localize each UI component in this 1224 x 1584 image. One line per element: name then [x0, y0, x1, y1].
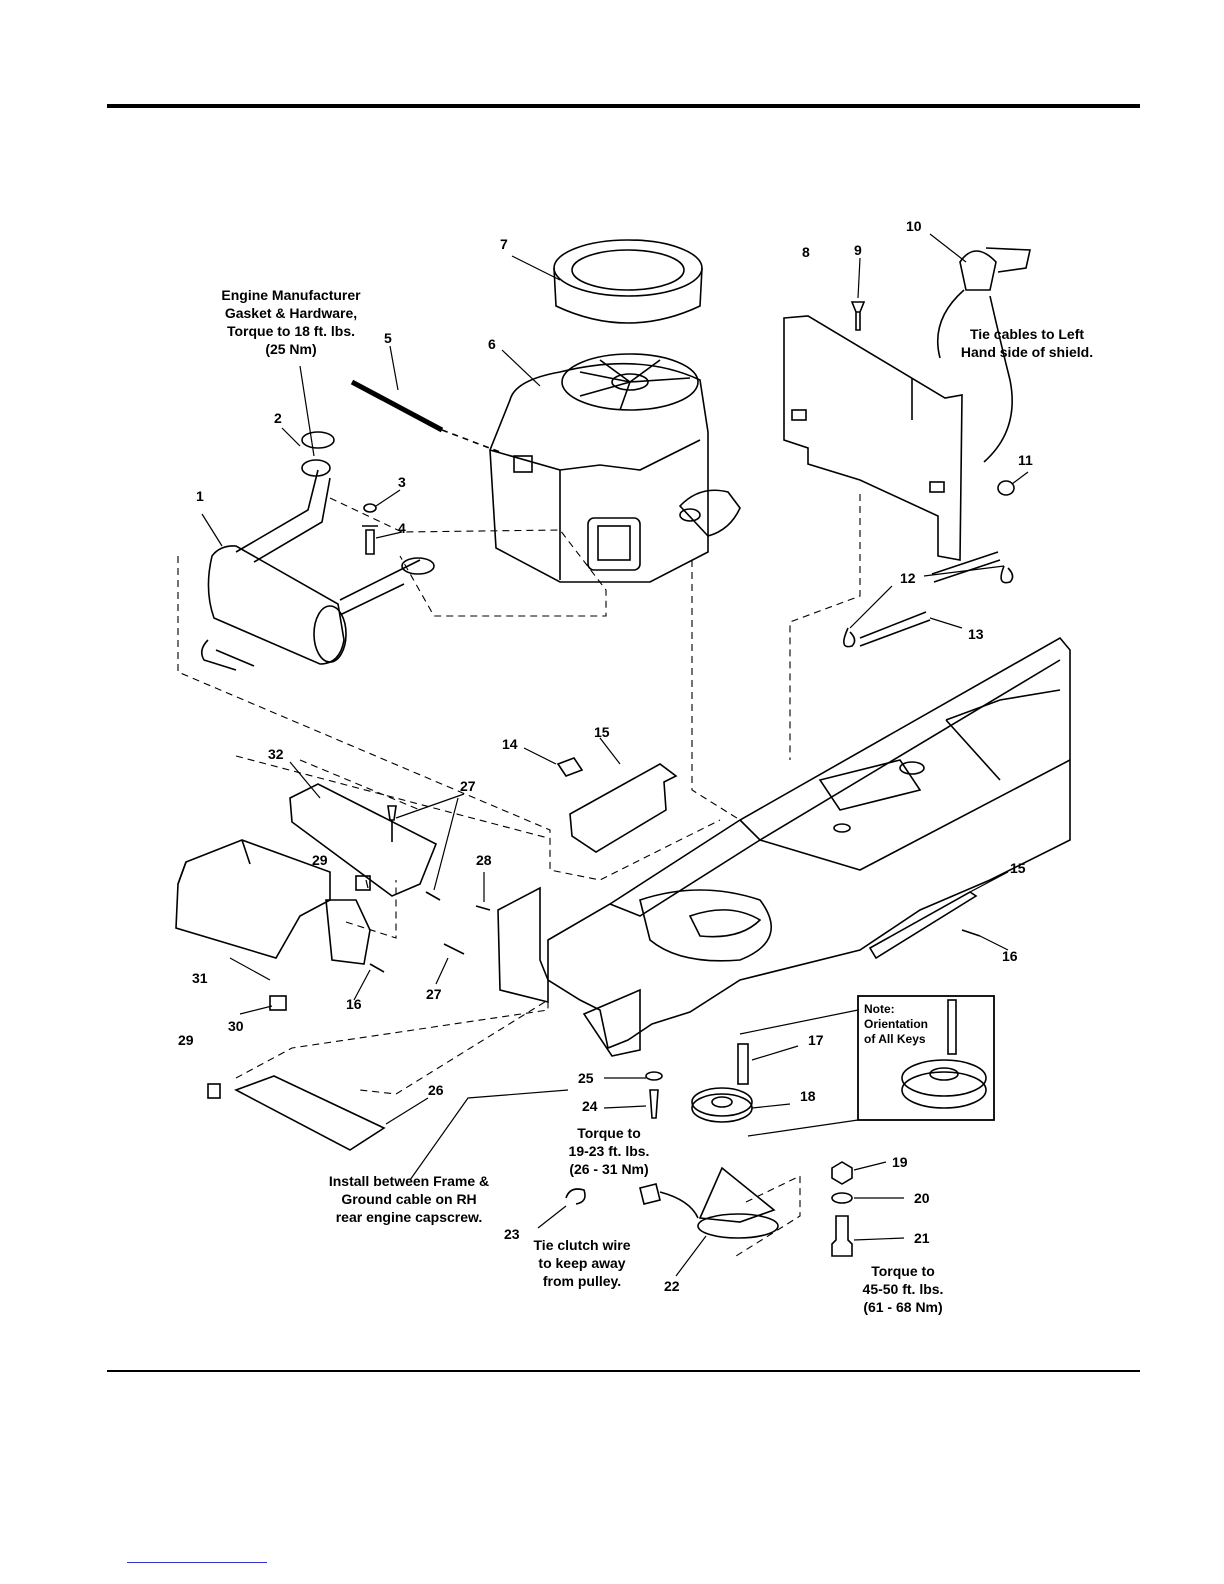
- washer-20: [831, 1192, 853, 1204]
- part-number: 21: [914, 1230, 930, 1246]
- part-number: 16: [346, 996, 362, 1012]
- install-between-note: Install between Frame & Ground cable on …: [328, 1173, 490, 1225]
- part-number: 2: [274, 410, 282, 426]
- part-number: 11: [1018, 452, 1033, 468]
- engine: [489, 353, 741, 583]
- part-number: 26: [428, 1082, 444, 1098]
- part-number: 31: [192, 970, 208, 986]
- pto-clutch-22: [639, 1166, 779, 1239]
- pulley-18: [691, 1087, 753, 1123]
- top-rule: [107, 104, 1140, 108]
- part-number: 1: [196, 488, 204, 504]
- clip-23: [565, 1188, 586, 1205]
- gasket: [301, 431, 335, 449]
- nut-29b: [207, 1083, 221, 1099]
- screw-16a: [369, 963, 385, 973]
- engine-gasket-note: Engine Manufacturer Gasket & Hardware, T…: [221, 287, 361, 357]
- part-number: 6: [488, 336, 496, 352]
- nut-30: [269, 995, 287, 1011]
- part-number: 9: [854, 242, 862, 258]
- note-box: [857, 995, 995, 1121]
- bolt-4: [362, 525, 378, 555]
- part-number: 22: [664, 1278, 680, 1294]
- bracket-32-side: [325, 899, 371, 965]
- rear-shield-31: [175, 839, 331, 959]
- plate-26: [234, 1075, 386, 1151]
- star-washer-25: [645, 1071, 663, 1081]
- key-17: [737, 1043, 749, 1085]
- part-number: 24: [582, 1098, 598, 1114]
- screw-27c: [443, 943, 465, 955]
- part-number: 23: [504, 1226, 520, 1242]
- bolt-21: [831, 1215, 853, 1257]
- part-number: 27: [426, 986, 442, 1002]
- part-number: 7: [500, 236, 508, 252]
- part-number: 4: [398, 520, 406, 536]
- part-number: 19: [892, 1154, 908, 1170]
- screw-28: [475, 905, 491, 911]
- bolt-9: [850, 301, 866, 331]
- part-number: 30: [228, 1018, 244, 1034]
- lock-washer: [363, 503, 377, 513]
- engine-shield: [783, 315, 963, 561]
- part-number: 27: [460, 778, 476, 794]
- bracket-15-right: [868, 891, 978, 960]
- part-number: 14: [502, 736, 518, 752]
- part-number: 12: [900, 570, 916, 586]
- bracket-15-top: [569, 763, 678, 853]
- torque-45-50-note: Torque to 45-50 ft. lbs. (61 - 68 Nm): [862, 1263, 944, 1315]
- part-number: 10: [906, 218, 922, 234]
- part-number: 13: [968, 626, 984, 642]
- part-number: 29: [312, 852, 328, 868]
- part-number: 16: [1002, 948, 1018, 964]
- ignition-switch: [959, 247, 1031, 291]
- stud: [350, 379, 444, 433]
- nut-29a: [355, 875, 371, 891]
- screw-27b: [425, 891, 441, 901]
- hairpin-left: [843, 627, 856, 648]
- part-number: 29: [178, 1032, 194, 1048]
- part-number: 15: [594, 724, 610, 740]
- screw-27a: [387, 805, 397, 842]
- part-number: 8: [802, 244, 810, 260]
- part-number: 17: [808, 1032, 824, 1048]
- part-number: 28: [476, 852, 492, 868]
- page-link-underline[interactable]: [127, 1562, 267, 1563]
- screw-24: [649, 1089, 659, 1119]
- muffler: [200, 459, 435, 671]
- rear-shield-32: [289, 783, 438, 897]
- part-number: 15: [1010, 860, 1026, 876]
- screw-16b: [961, 929, 981, 937]
- tie-clutch-note: Tie clutch wire to keep away from pulley…: [533, 1237, 631, 1289]
- cable-tie: [997, 480, 1015, 496]
- tie-cables-note: Tie cables to Left Hand side of shield.: [960, 326, 1094, 360]
- air-cleaner-ring: [553, 239, 703, 324]
- part-number: 32: [268, 746, 284, 762]
- hairpin-right: [1000, 565, 1014, 584]
- nut-19: [831, 1161, 853, 1185]
- part-number: 25: [578, 1070, 594, 1086]
- part-number: 5: [384, 330, 392, 346]
- tube: [859, 551, 1001, 647]
- torque-19-23-note: Torque to 19-23 ft. lbs. (26 - 31 Nm): [568, 1125, 650, 1177]
- orientation-keys-note: Note: Orientation of All Keys: [864, 1002, 929, 1046]
- part-number: 20: [914, 1190, 930, 1206]
- part-number: 18: [800, 1088, 816, 1104]
- clip-14: [556, 757, 584, 777]
- part-number: 3: [398, 474, 406, 490]
- bottom-rule: [107, 1370, 1140, 1372]
- inset-pulley: [901, 999, 987, 1109]
- frame: [497, 636, 1071, 1057]
